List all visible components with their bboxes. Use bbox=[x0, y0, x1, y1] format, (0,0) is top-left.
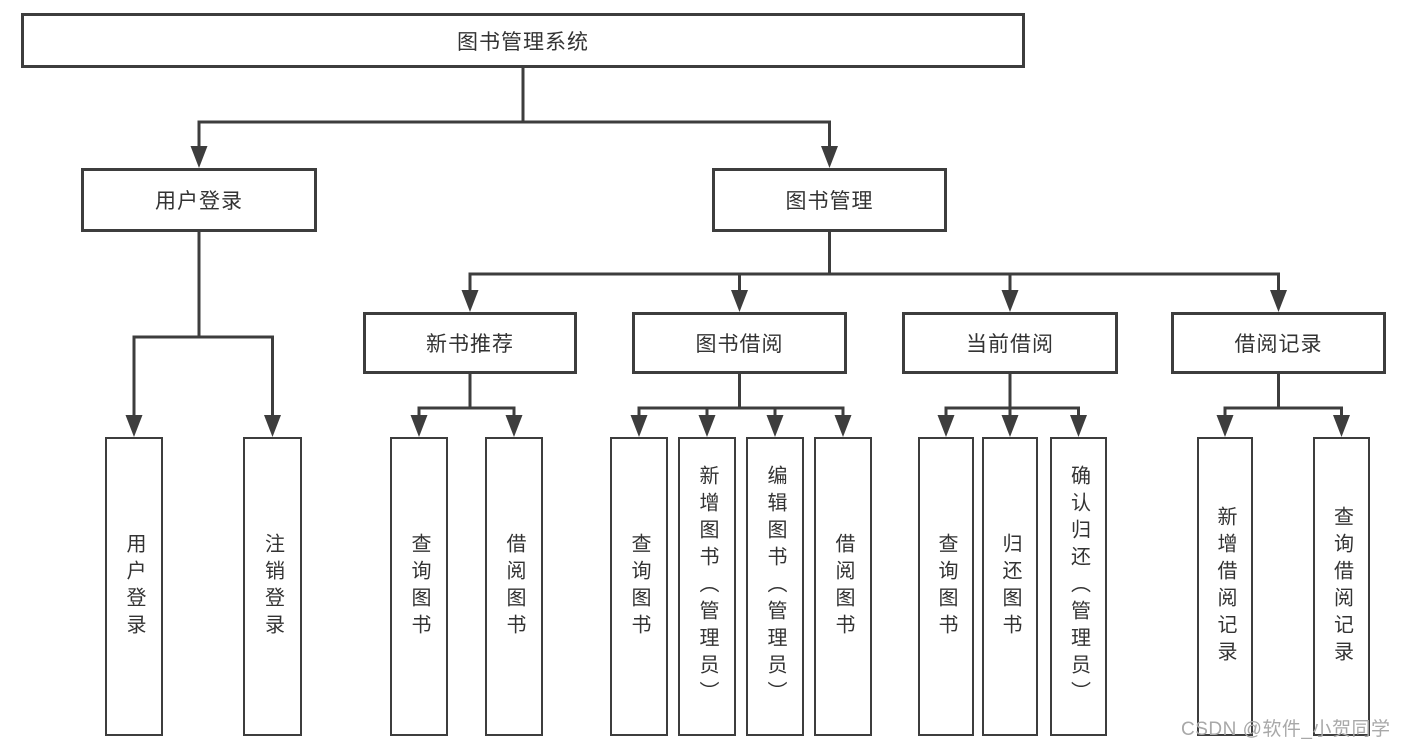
node-new-book-recommend: 新书推荐 bbox=[363, 312, 577, 374]
node-borrow-records: 借阅记录 bbox=[1171, 312, 1386, 374]
leaf-borrow-books: 借阅图书 bbox=[814, 437, 872, 736]
leaf-borrow-query-books: 查询图书 bbox=[610, 437, 668, 736]
leaf-return-books: 归还图书 bbox=[982, 437, 1038, 736]
leaf-query-borrow-record: 查询借阅记录 bbox=[1313, 437, 1370, 736]
leaf-recommend-query-books: 查询图书 bbox=[390, 437, 448, 736]
leaf-logout: 注销登录 bbox=[243, 437, 302, 736]
leaf-recommend-borrow-books: 借阅图书 bbox=[485, 437, 543, 736]
leaf-user-login: 用户登录 bbox=[105, 437, 163, 736]
leaf-edit-books-admin: 编辑图书（管理员） bbox=[746, 437, 804, 736]
node-book-management: 图书管理 bbox=[712, 168, 947, 232]
node-current-borrow: 当前借阅 bbox=[902, 312, 1118, 374]
leaf-current-query-books: 查询图书 bbox=[918, 437, 974, 736]
node-book-borrow: 图书借阅 bbox=[632, 312, 847, 374]
csdn-watermark: CSDN @软件_小贺同学 bbox=[1181, 719, 1391, 740]
leaf-add-books-admin: 新增图书（管理员） bbox=[678, 437, 736, 736]
leaf-confirm-return-admin: 确认归还（管理员） bbox=[1050, 437, 1107, 736]
node-user-login: 用户登录 bbox=[81, 168, 317, 232]
leaf-add-borrow-record: 新增借阅记录 bbox=[1197, 437, 1253, 736]
node-root-system: 图书管理系统 bbox=[21, 13, 1025, 68]
